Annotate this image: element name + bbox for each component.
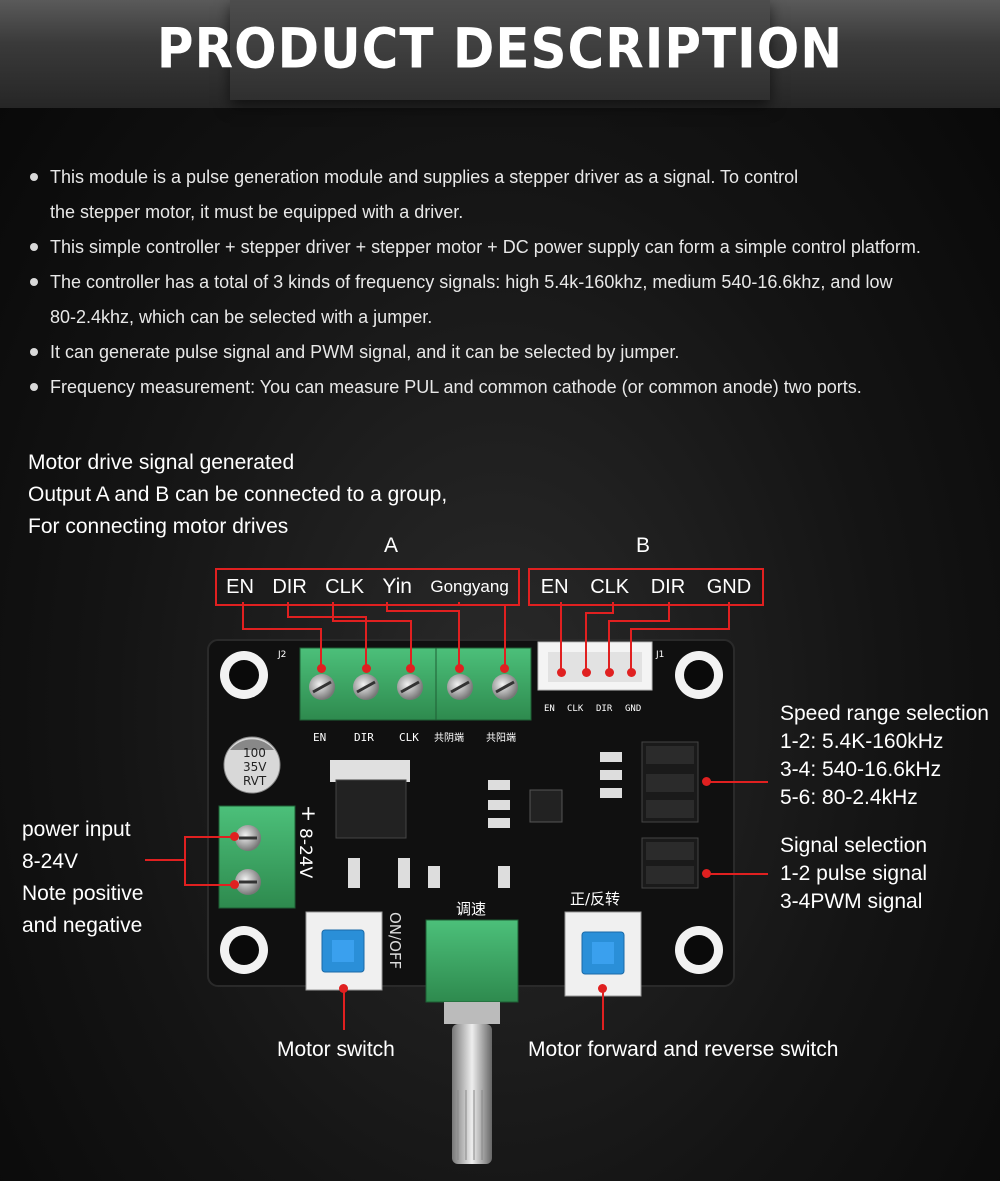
pin-marker [406, 664, 415, 673]
pin-marker [362, 664, 371, 673]
feature-line: This simple controller + stepper driver … [50, 237, 921, 257]
header-label: EN [544, 704, 555, 714]
feature-line: 80-2.4khz, which can be selected with a … [50, 307, 433, 327]
pin-gongyang: Gongyang [430, 577, 509, 596]
capacitor: 100 35V RVT [223, 736, 281, 794]
mount-hole [220, 926, 268, 974]
regulator-tab [330, 760, 410, 782]
feature-item: This module is a pulse generation module… [28, 160, 1000, 230]
feature-item: The controller has a total of 3 kinds of… [28, 265, 1000, 335]
pin-yin: Yin [382, 575, 412, 598]
feature-item: Frequency measurement: You can measure P… [28, 370, 1000, 405]
pin-en: EN [540, 575, 569, 598]
speed-board-text: 调速 [456, 900, 486, 918]
feature-item: It can generate pulse signal and PWM sig… [28, 335, 1000, 370]
intro-line: Motor drive signal generated [28, 451, 295, 474]
signal-selection-label: Signal selection 1-2 pulse signal 3-4PWM… [780, 834, 928, 913]
svg-text:RVT: RVT [243, 774, 267, 788]
pin-marker [702, 777, 711, 786]
screw [353, 674, 379, 700]
header-label: DIR [596, 704, 613, 714]
pin-clk: CLK [325, 575, 365, 598]
power-voltage-text: 8-24V [295, 828, 315, 879]
intro-text: Motor drive signal generated Output A an… [28, 447, 447, 543]
pin-marker [339, 984, 348, 993]
mount-hole [675, 651, 723, 699]
power-switch [305, 911, 383, 991]
pin-marker [230, 880, 239, 889]
ic-chip [529, 789, 563, 823]
pin-marker [598, 984, 607, 993]
pin-clk: CLK [590, 575, 630, 598]
screw [447, 674, 473, 700]
screw [235, 869, 261, 895]
mount-hole [220, 651, 268, 699]
pin-en: EN [226, 575, 254, 598]
screw [492, 674, 518, 700]
pin-marker [605, 668, 614, 677]
motor-switch-label: Motor switch [277, 1038, 395, 1061]
terminal-label: DIR [354, 731, 374, 744]
pin-dir: DIR [272, 575, 307, 598]
screw [309, 674, 335, 700]
feature-line: It can generate pulse signal and PWM sig… [50, 342, 680, 362]
onoff-text: ON/OFF [386, 912, 404, 969]
power-terminal [218, 805, 296, 909]
pin-marker [455, 664, 464, 673]
feature-line: The controller has a total of 3 kinds of… [50, 272, 893, 292]
header-label: CLK [567, 704, 584, 714]
feature-line: This module is a pulse generation module… [50, 167, 799, 187]
feature-item: This simple controller + stepper driver … [28, 230, 1000, 265]
power-input-label: power input 8-24V Note positive and nega… [22, 818, 144, 937]
svg-text:100: 100 [243, 746, 266, 760]
output-a-label: A [384, 534, 399, 557]
output-a-pins: EN DIR CLK Yin Gongyang [215, 568, 520, 606]
terminal-label: 共阴端 [434, 731, 464, 744]
j1-label: J1 [655, 650, 664, 660]
page-title: PRODUCT DESCRIPTION [156, 17, 844, 81]
regulator [335, 779, 407, 839]
feature-list: This module is a pulse generation module… [28, 160, 1000, 405]
screw [397, 674, 423, 700]
terminal-label: EN [313, 731, 326, 744]
title-tab [230, 0, 770, 100]
terminal-label: 共阳端 [486, 731, 516, 744]
feature-line: the stepper motor, it must be equipped w… [50, 202, 464, 222]
pin-marker [557, 668, 566, 677]
pin-dir: DIR [650, 575, 686, 598]
direction-board-text: 正/反转 [570, 890, 620, 908]
output-b-pins: EN CLK DIR GND [528, 568, 764, 606]
speed-jumper [641, 741, 699, 823]
pin-marker [627, 668, 636, 677]
pin-marker [500, 664, 509, 673]
header-label: GND [625, 704, 641, 714]
pin-marker [317, 664, 326, 673]
direction-switch-label: Motor forward and reverse switch [528, 1038, 839, 1061]
terminal-label: CLK [399, 731, 419, 744]
intro-line: Output A and B can be connected to a gro… [28, 483, 448, 506]
plus-sign: + [300, 801, 317, 825]
pin-marker [230, 832, 239, 841]
feature-line: Frequency measurement: You can measure P… [50, 377, 862, 397]
signal-jumper [641, 837, 699, 889]
pin-marker [582, 668, 591, 677]
potentiometer [425, 919, 519, 1164]
svg-text:35V: 35V [243, 760, 267, 774]
pin-gnd: GND [706, 575, 752, 598]
direction-switch [564, 911, 642, 997]
speed-range-label: Speed range selection 1-2: 5.4K-160kHz 3… [780, 702, 989, 809]
screw [235, 825, 261, 851]
mount-hole [675, 926, 723, 974]
output-b-label: B [636, 534, 651, 557]
pin-marker [702, 869, 711, 878]
j2-label: J2 [277, 650, 286, 660]
intro-line: For connecting motor drives [28, 515, 289, 538]
